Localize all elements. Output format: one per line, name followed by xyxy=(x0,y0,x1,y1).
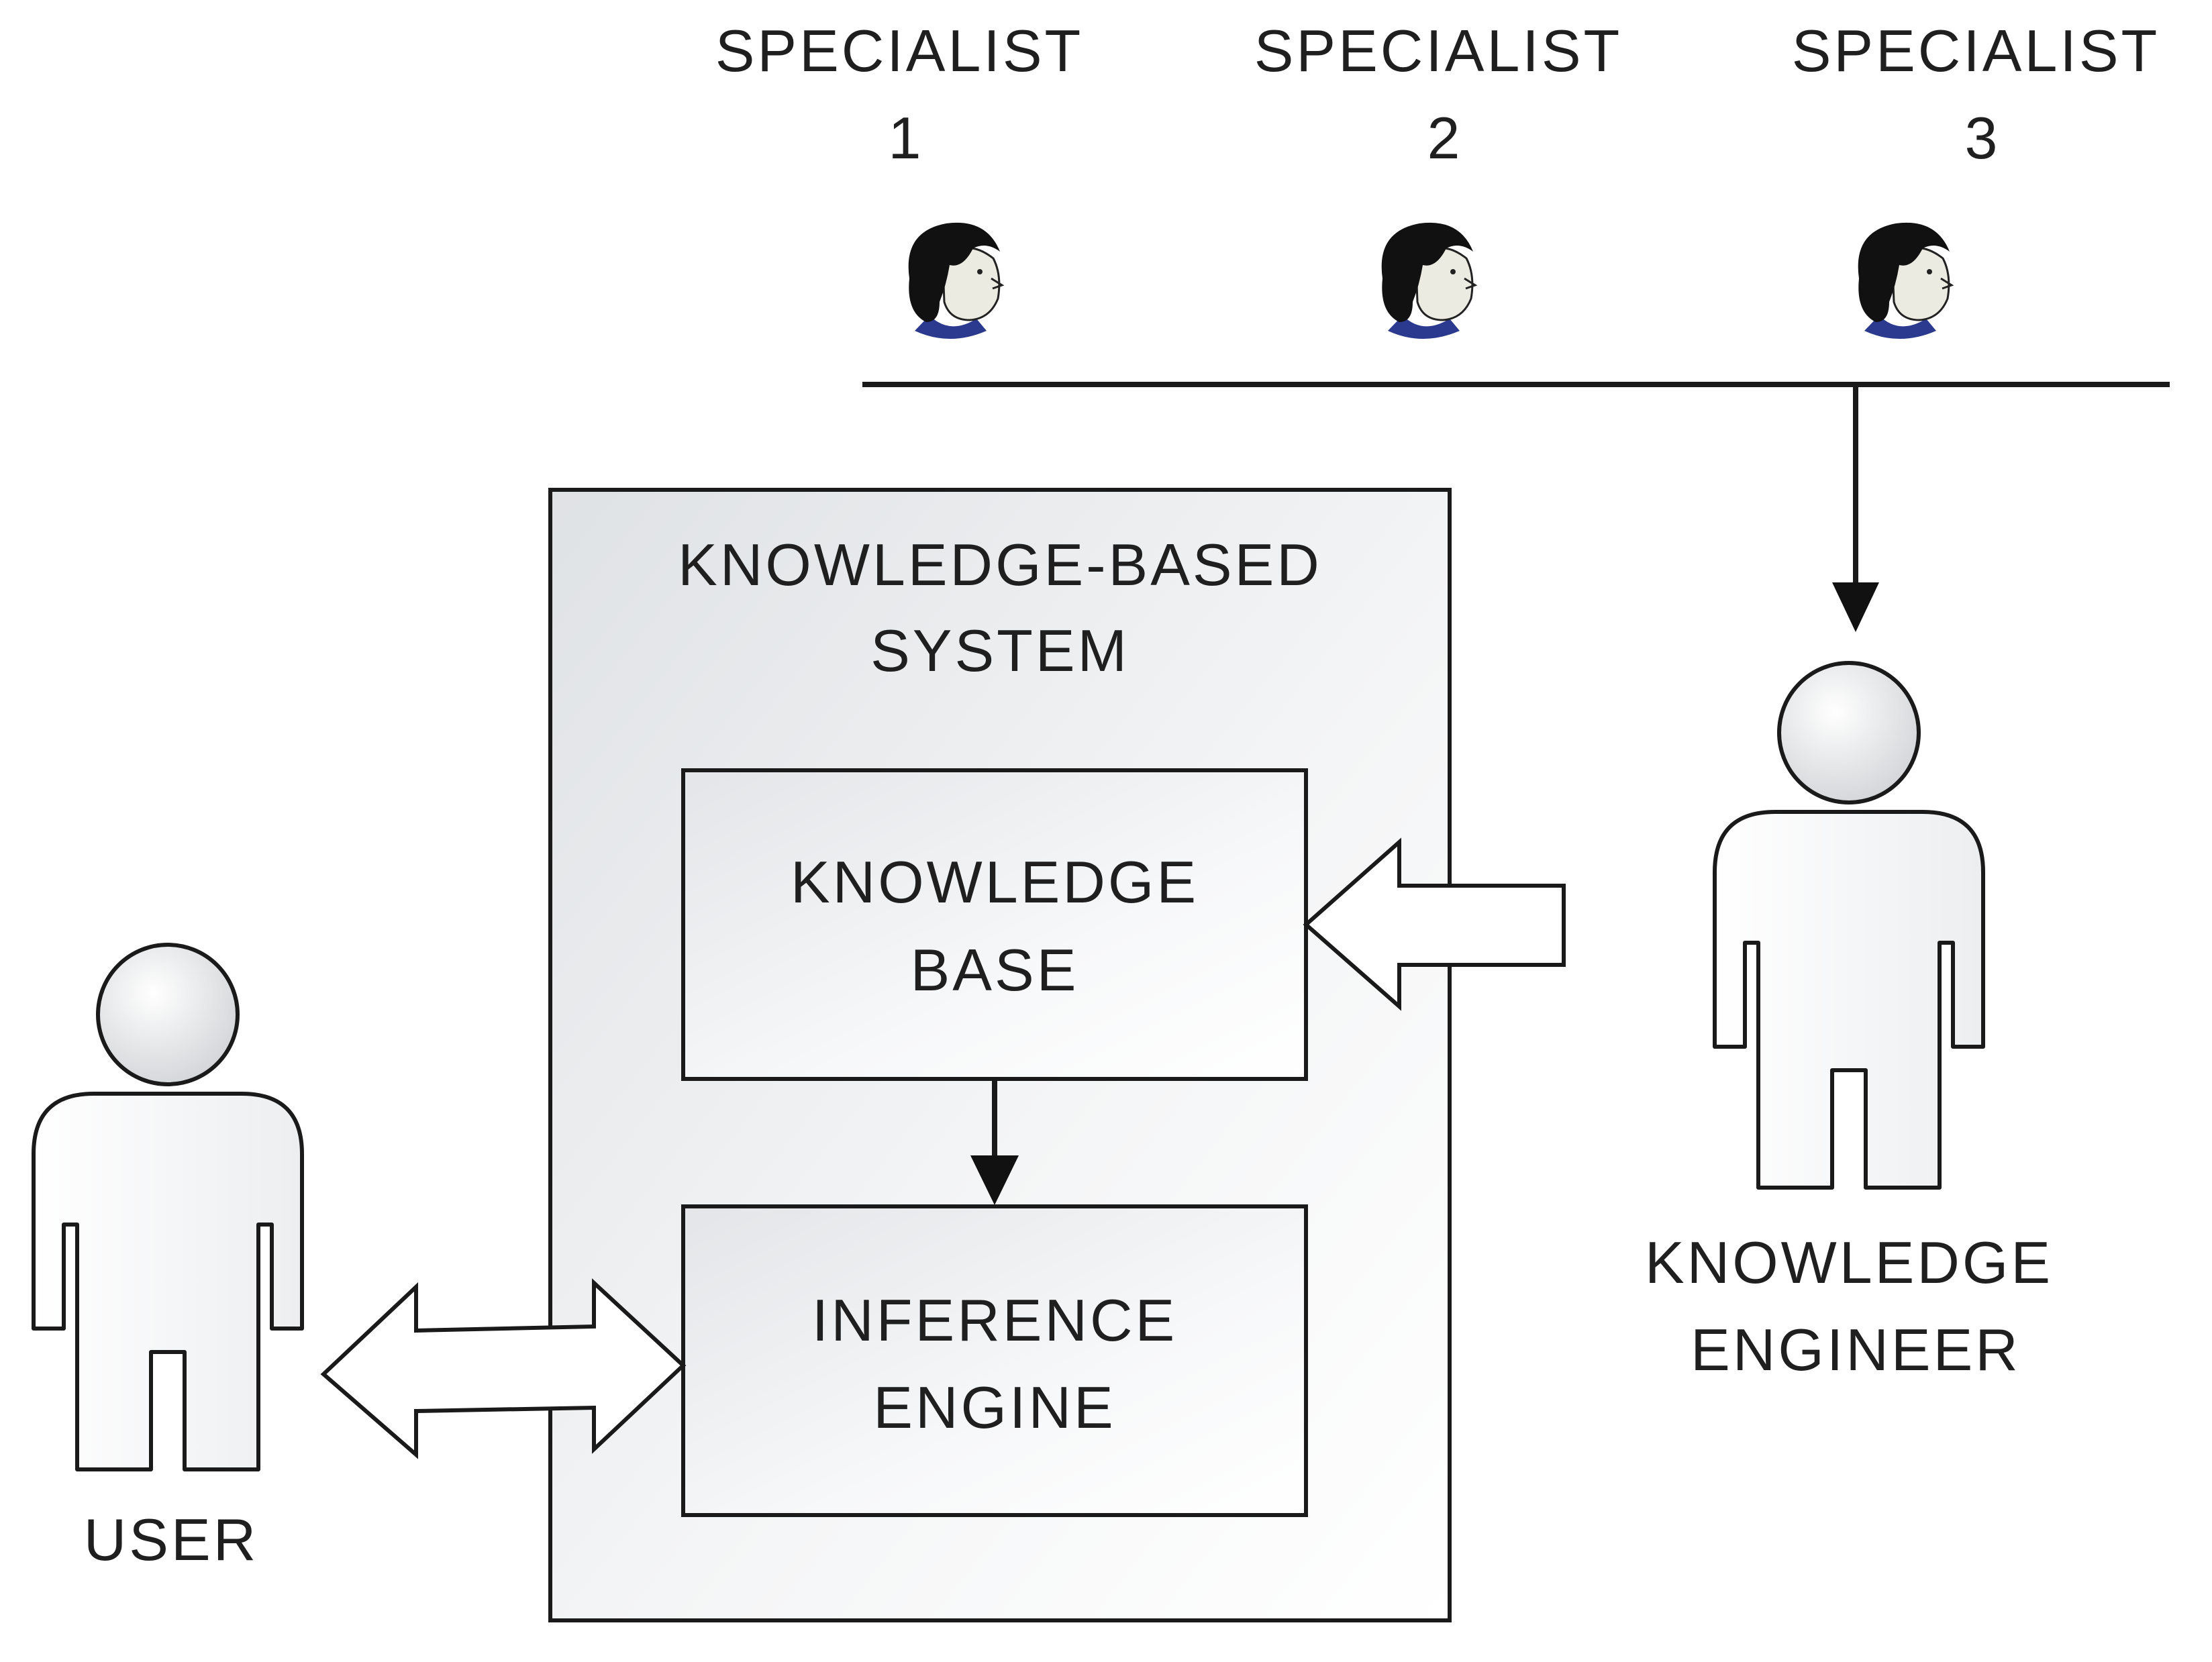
specialist-1: SPECIALIST 1 xyxy=(715,17,1084,340)
engineer-label-line2: ENGINEER xyxy=(1691,1316,2021,1383)
specialist-2-label: SPECIALIST xyxy=(1254,17,1623,84)
arrow-engineer-to-kb xyxy=(1303,837,1566,1011)
specialist-head-icon xyxy=(1857,221,1953,340)
system-title-line2: SYSTEM xyxy=(870,617,1129,684)
specialist-2: SPECIALIST 2 xyxy=(1254,17,1623,340)
specialist-1-label: SPECIALIST xyxy=(715,17,1084,84)
inference-engine-line2: ENGINE xyxy=(873,1374,1115,1441)
specialist-head-icon xyxy=(907,221,1003,340)
knowledge-base-line2: BASE xyxy=(911,937,1079,1003)
engineer-figure xyxy=(1715,663,1983,1188)
inference-engine-line1: INFERENCE xyxy=(812,1287,1178,1353)
knowledge-base-box xyxy=(681,768,1308,1081)
specialist-head-icon xyxy=(1380,221,1476,340)
knowledge-base-line1: KNOWLEDGE xyxy=(791,849,1199,915)
specialist-1-number: 1 xyxy=(889,105,924,171)
user-label: USER xyxy=(84,1506,259,1573)
arrow-user-engine xyxy=(320,1278,687,1459)
person-icon xyxy=(1715,663,1983,1188)
person-icon xyxy=(34,945,302,1469)
specialist-2-number: 2 xyxy=(1427,105,1463,171)
specialist-3-label: SPECIALIST xyxy=(1792,17,2160,84)
engineer-label-line1: KNOWLEDGE xyxy=(1645,1229,2053,1296)
system-title-line1: KNOWLEDGE-BASED xyxy=(678,531,1322,598)
user-figure xyxy=(34,945,302,1469)
specialist-3: SPECIALIST 3 xyxy=(1792,17,2160,340)
arrow-kb-to-engine xyxy=(970,1079,1019,1205)
arrow-to-engineer xyxy=(1832,384,1879,632)
inference-engine-box xyxy=(681,1204,1308,1517)
specialist-3-number: 3 xyxy=(1965,105,2001,171)
